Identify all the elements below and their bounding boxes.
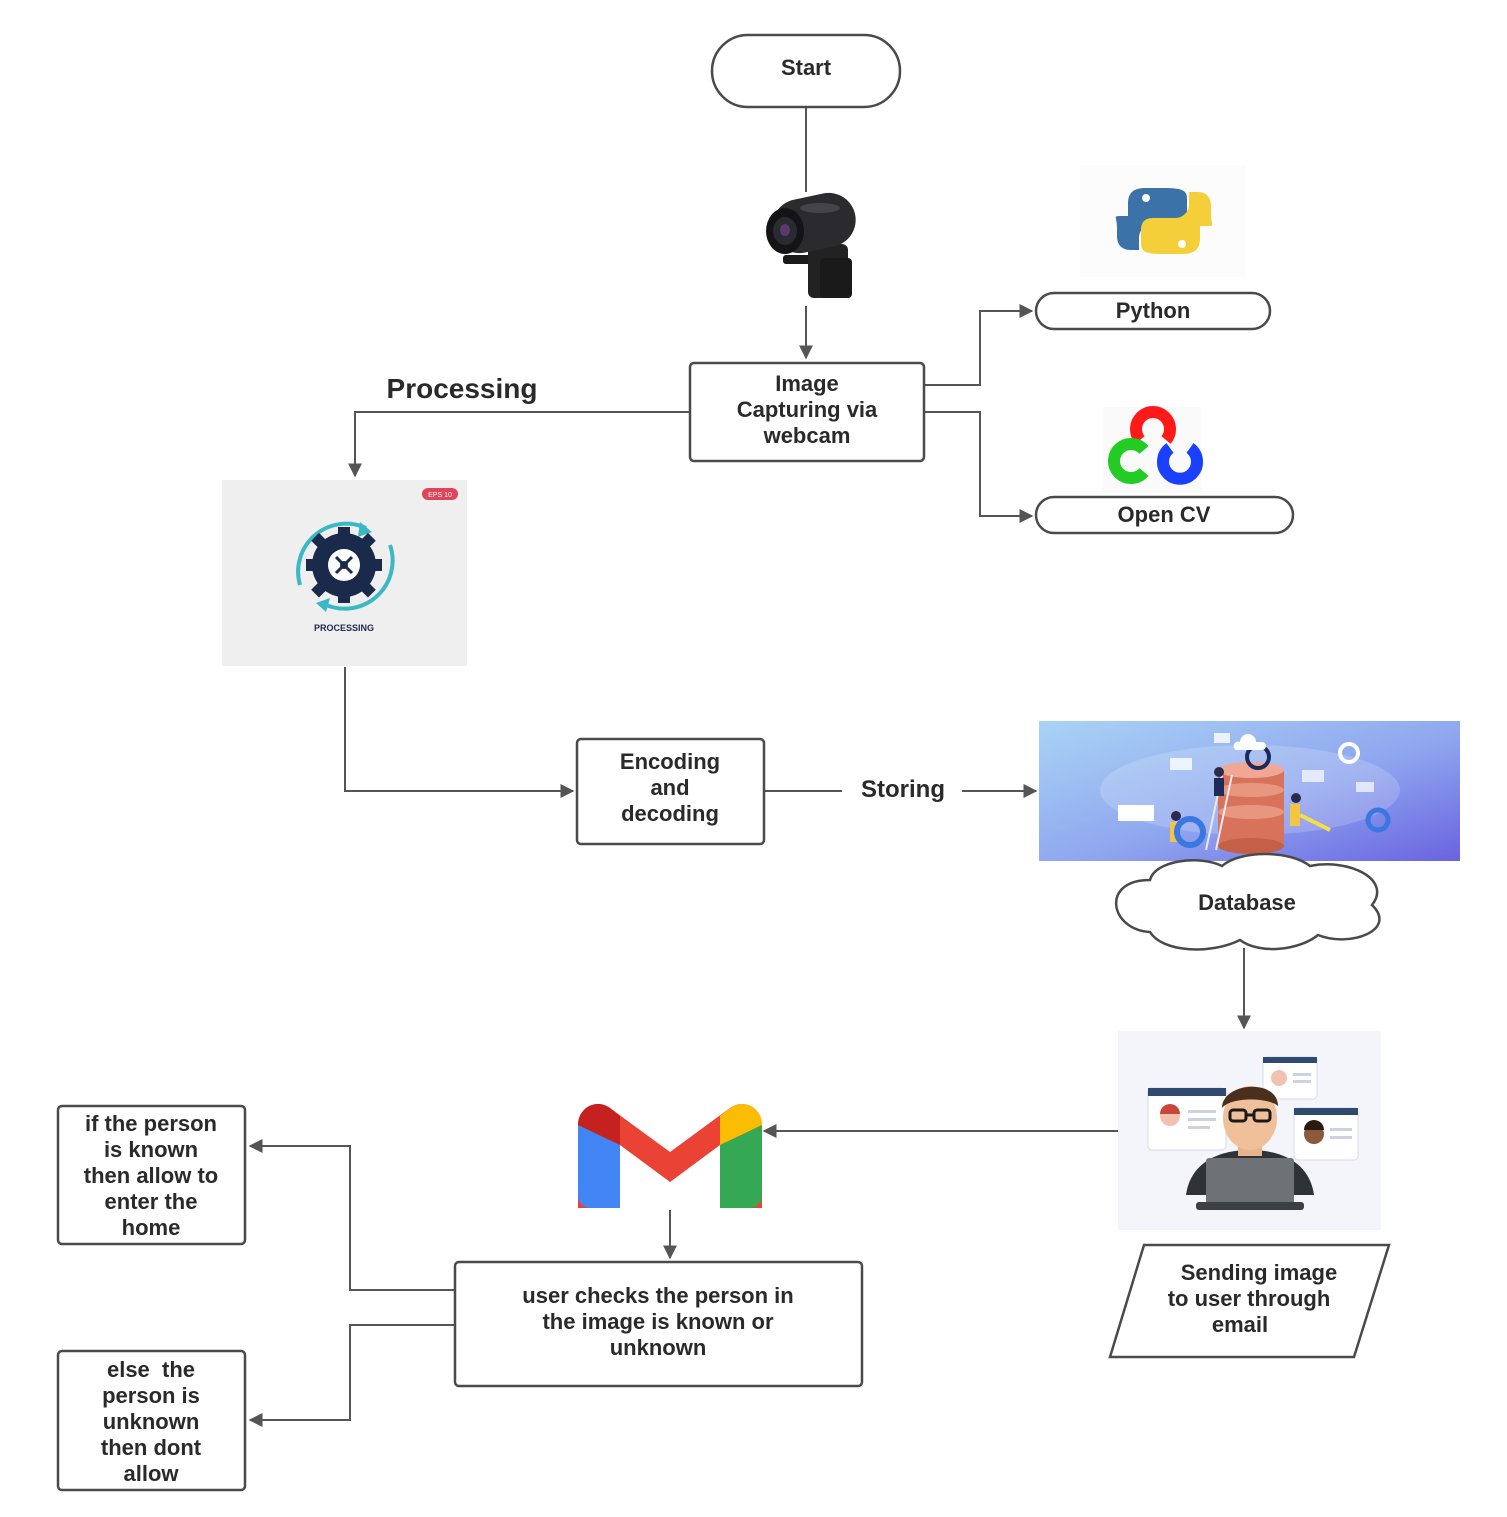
encoding-line-3: decoding: [621, 801, 719, 826]
user-checks-line-2: the image is known or: [542, 1309, 773, 1334]
processing-caption: PROCESSING: [314, 623, 374, 633]
edge-processing-encoding: [344, 667, 575, 798]
edge-check-unknown: [248, 1324, 455, 1427]
sending-line-2: to user through: [1168, 1286, 1331, 1311]
sending-line-3: email: [1212, 1312, 1268, 1337]
unknown-line-1: else the: [107, 1357, 195, 1382]
database-node: Database: [1115, 852, 1381, 951]
unknown-line-4: then dont: [101, 1435, 202, 1460]
sending-node: Sending image to user through email: [1108, 1243, 1391, 1359]
image-capture-node: Image Capturing via webcam: [688, 361, 926, 463]
unknown-line-5: allow: [123, 1461, 179, 1486]
opencv-label: Open CV: [1118, 502, 1211, 527]
image-capture-line-3: webcam: [763, 423, 851, 448]
processing-card: EPS 10 PROCESSING: [222, 480, 467, 666]
edge-capture-processing: [348, 411, 690, 478]
edge-label-processing: Processing: [387, 373, 538, 404]
webcam-icon: [766, 192, 856, 298]
opencv-node: Open CV: [1034, 495, 1295, 535]
known-line-5: home: [122, 1215, 181, 1240]
processing-badge: EPS 10: [428, 492, 452, 499]
image-capture-line-1: Image: [775, 371, 839, 396]
opencv-logo-icon: [1103, 406, 1203, 493]
edge-check-known: [248, 1139, 455, 1291]
edge-label-storing: Storing: [861, 776, 945, 803]
unknown-node: else the person is unknown then dont all…: [56, 1349, 247, 1492]
encoding-node: Encoding and decoding: [575, 737, 766, 846]
edge-capture-opencv: [925, 411, 1034, 523]
processing-gear-icon: [296, 521, 395, 612]
sending-line-1: Sending image: [1181, 1260, 1337, 1285]
image-capture-line-2: Capturing via: [737, 397, 878, 422]
known-line-3: then allow to: [84, 1163, 218, 1188]
user-checks-line-3: unknown: [610, 1335, 707, 1360]
python-label: Python: [1116, 298, 1191, 323]
user-laptop-icon: [1118, 1031, 1381, 1230]
database-label: Database: [1198, 890, 1296, 915]
user-checks-node: user checks the person in the image is k…: [453, 1260, 864, 1388]
user-checks-line-1: user checks the person in: [522, 1283, 793, 1308]
python-node: Python: [1034, 291, 1272, 331]
known-node: if the person is known then allow to ent…: [56, 1104, 247, 1246]
unknown-line-2: person is: [102, 1383, 200, 1408]
python-logo-icon: [1080, 165, 1246, 277]
unknown-line-3: unknown: [103, 1409, 200, 1434]
database-illustration-icon: [1039, 721, 1460, 861]
start-node: Start: [710, 33, 902, 109]
edge-capture-python: [925, 304, 1034, 386]
known-line-4: enter the: [105, 1189, 198, 1214]
known-line-1: if the person: [85, 1111, 217, 1136]
gmail-logo-icon: [578, 1104, 762, 1208]
encoding-line-1: Encoding: [620, 749, 720, 774]
edges: [248, 108, 1251, 1427]
start-label: Start: [781, 55, 832, 80]
encoding-line-2: and: [650, 775, 689, 800]
known-line-2: is known: [104, 1137, 198, 1162]
